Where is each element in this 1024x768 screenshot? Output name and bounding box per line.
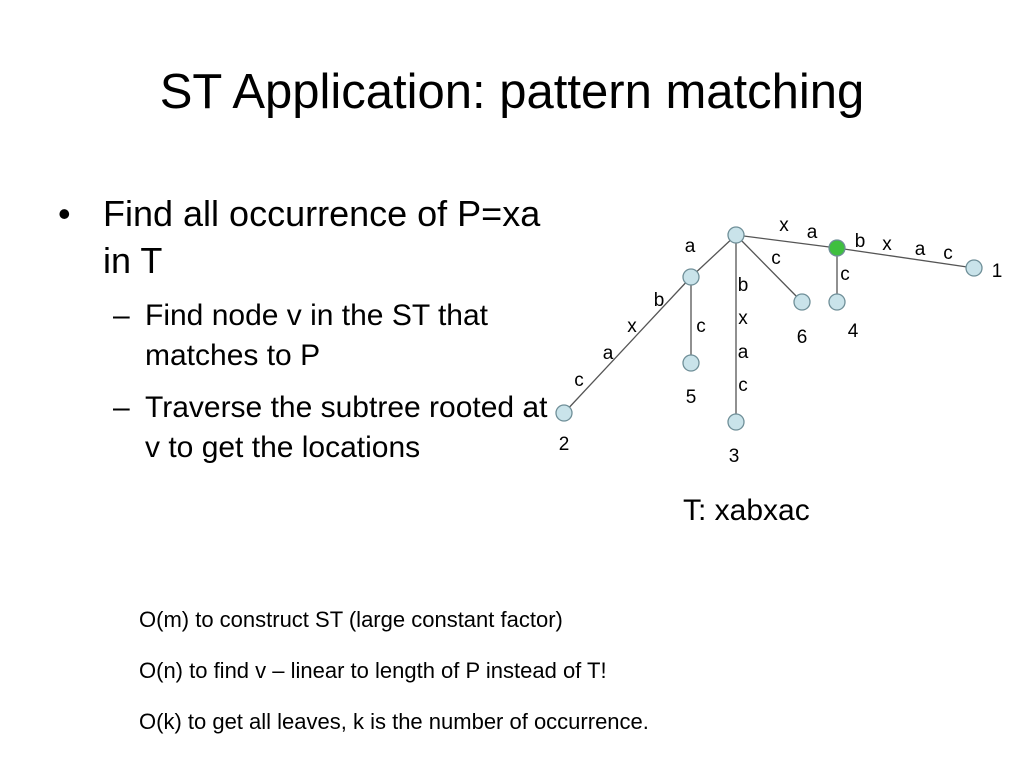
sub-bullet-text: Find node v in the ST that matches to P — [145, 299, 488, 372]
leaf-number-2: 2 — [559, 434, 570, 455]
complexity-line: O(m) to construct ST (large constant fac… — [139, 607, 563, 632]
edge-label-a-leaf2: b — [654, 290, 665, 311]
leaf-number-3: 3 — [729, 446, 740, 467]
bullet-item: • Find all occurrence of P=xa in T — [58, 190, 558, 284]
leaf-number-1: 1 — [992, 261, 1003, 282]
complexity-notes: O(m) to construct ST (large constant fac… — [139, 602, 649, 755]
edge-label-xa-leaf1: b — [855, 231, 866, 252]
edge-label-a-leaf2: c — [574, 370, 584, 391]
tree-edge-a-leaf2 — [563, 276, 692, 414]
sub-bullet-item: – Traverse the subtree rooted at v to ge… — [58, 388, 558, 468]
edge-label-xa-leaf1: x — [882, 234, 892, 255]
edge-label-a-leaf5: c — [696, 316, 706, 337]
tree-edge-root-xa — [735, 234, 838, 249]
text-string-label: T: xabxac — [683, 494, 810, 527]
tree-nodes — [555, 226, 983, 431]
leaf-number-6: 6 — [797, 327, 808, 348]
edge-label-root-leaf3: c — [738, 375, 748, 396]
edge-label-a-leaf2: a — [603, 343, 614, 364]
tree-node-a — [682, 268, 700, 286]
matched-node-v — [828, 239, 846, 257]
sub-bullet-item: – Find node v in the ST that matches to … — [58, 296, 558, 376]
tree-node-leaf4 — [828, 293, 846, 311]
bullet-list: • Find all occurrence of P=xa in T – Fin… — [58, 190, 558, 468]
sub-bullet-marker: – — [113, 299, 130, 332]
sub-bullet-text: Traverse the subtree rooted at v to get … — [145, 391, 548, 464]
tree-edge-root-a — [690, 234, 737, 278]
edge-label-root-leaf3: b — [738, 275, 749, 296]
edge-label-root-a: a — [685, 236, 696, 257]
tree-node-leaf3 — [727, 413, 745, 431]
tree-node-root — [727, 226, 745, 244]
edge-label-root-leaf3: x — [738, 308, 748, 329]
tree-edge-root-leaf6 — [735, 234, 803, 303]
edge-label-xa-leaf1: a — [915, 239, 926, 260]
sub-bullet-marker: – — [113, 391, 130, 424]
bullet-text: Find all occurrence of P=xa in T — [103, 193, 541, 281]
edge-label-root-xa: x — [779, 215, 789, 236]
edge-label-root-leaf3: a — [738, 342, 749, 363]
leaf-number-5: 5 — [686, 387, 697, 408]
tree-node-leaf6 — [793, 293, 811, 311]
edge-label-a-leaf2: x — [627, 316, 637, 337]
complexity-line: O(k) to get all leaves, k is the number … — [139, 709, 649, 734]
tree-edge-xa-leaf1 — [836, 247, 975, 269]
complexity-line: O(n) to find v – linear to length of P i… — [139, 658, 607, 683]
tree-node-leaf2 — [555, 404, 573, 422]
tree-node-leaf1 — [965, 259, 983, 277]
tree-node-leaf5 — [682, 354, 700, 372]
slide-title: ST Application: pattern matching — [159, 65, 865, 119]
leaf-number-4: 4 — [848, 321, 859, 342]
edge-label-xa-leaf4: c — [840, 264, 850, 285]
bullet-marker: • — [58, 193, 71, 234]
tree-edges — [563, 234, 975, 422]
edge-label-root-xa: a — [807, 222, 818, 243]
edge-label-root-leaf6: c — [771, 248, 781, 269]
edge-label-xa-leaf1: c — [943, 243, 953, 264]
